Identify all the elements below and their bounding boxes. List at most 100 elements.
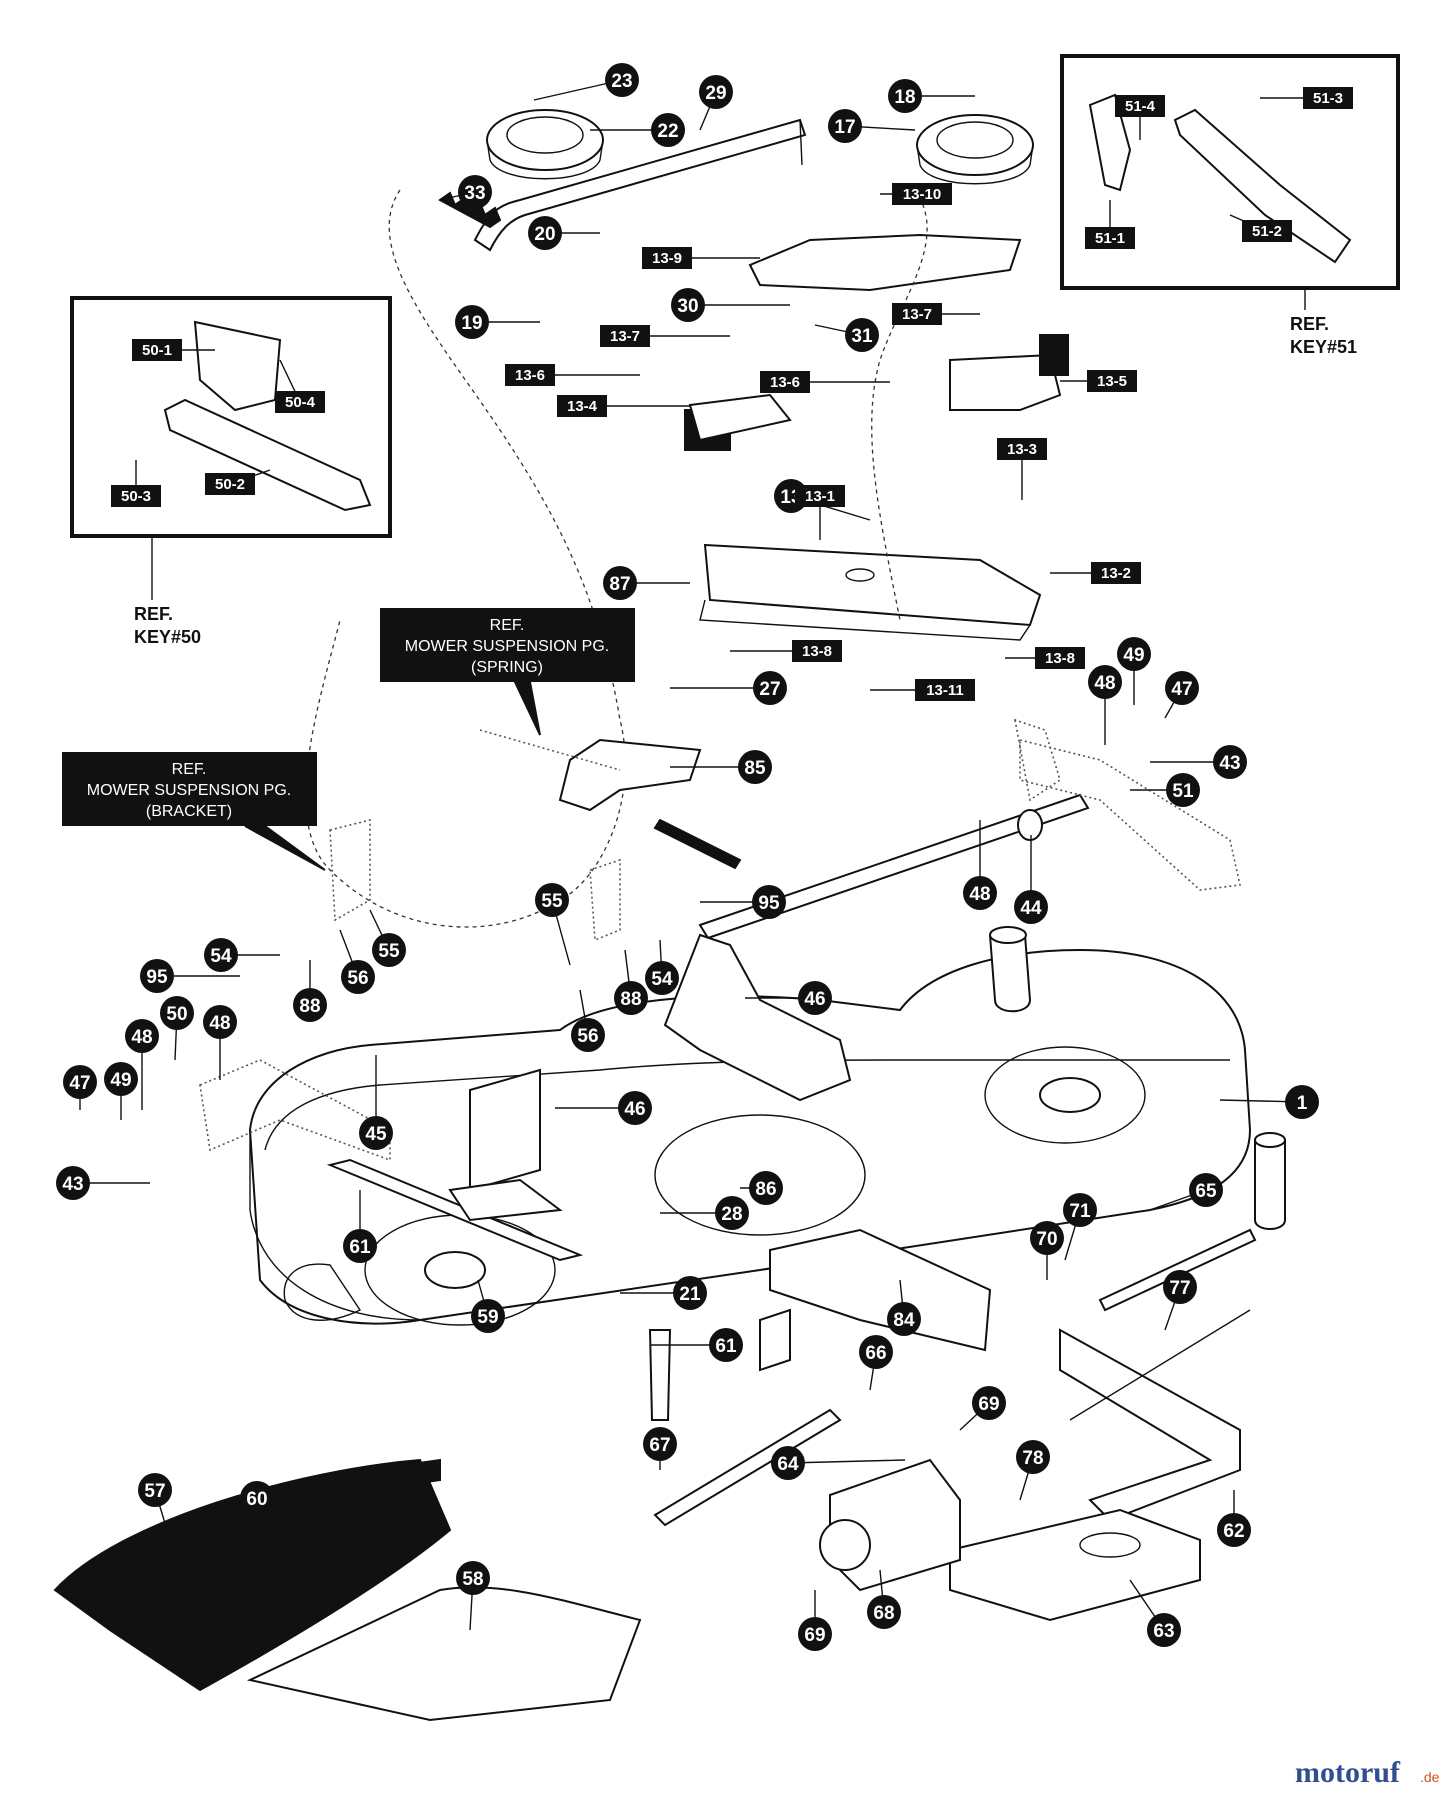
part-label-c69b: 69: [798, 1590, 832, 1651]
part-label-c66: 66: [859, 1335, 893, 1391]
label-number: 44: [1020, 898, 1042, 919]
hanger-85: [558, 738, 702, 812]
idler-pulley-left: [486, 109, 604, 171]
label-number: 56: [347, 968, 368, 989]
inset-50-ref2: KEY#50: [134, 627, 201, 647]
part-label-c88a: 88: [293, 960, 327, 1022]
label-code: 50-1: [142, 342, 172, 359]
callout-spring-line3: (SPRING): [471, 659, 543, 676]
label-badge: [828, 109, 862, 143]
label-number: 55: [378, 941, 400, 962]
callout-bracket-line1: REF.: [172, 761, 207, 778]
part-label-r13-3: 13-3: [997, 438, 1047, 500]
label-badge: [673, 1276, 707, 1310]
ring-44: [1017, 809, 1043, 841]
idler-pulley-right-side: [916, 144, 1034, 185]
front-hanger-plate: [448, 1178, 563, 1222]
label-badge: [455, 305, 489, 339]
brand-logo: motoruf .de: [1295, 1756, 1440, 1789]
part-label-c29: 29: [699, 75, 733, 131]
label-tag: [642, 247, 692, 269]
label-number: 50: [166, 1004, 187, 1025]
part-label-r50-1: 50-1: [132, 339, 215, 361]
label-badge: [456, 1561, 490, 1595]
belt-path: [305, 189, 626, 928]
label-number: 66: [865, 1343, 886, 1364]
label-tag: [1085, 227, 1135, 249]
label-number: 88: [299, 996, 320, 1017]
label-code: 13-8: [1045, 650, 1075, 667]
part-label-c86: 86: [740, 1171, 783, 1205]
label-number: 71: [1069, 1201, 1091, 1222]
label-badge: [1189, 1173, 1223, 1207]
part-label-r13-7b: 13-7: [892, 303, 980, 325]
part-label-c68: 68: [867, 1569, 901, 1629]
part-label-c46b: 46: [555, 1091, 652, 1125]
deck-side-wall: [249, 1130, 421, 1321]
label-number: 56: [577, 1026, 598, 1047]
lift-arm-51-plate: [1013, 718, 1061, 802]
label-badge: [528, 216, 562, 250]
part-label-c19: 19: [455, 305, 540, 339]
label-badge: [1213, 745, 1247, 779]
label-number: 1: [1297, 1093, 1308, 1114]
lift-plate-hole: [845, 568, 875, 582]
label-code: 13-11: [926, 682, 964, 699]
label-badge: [293, 988, 327, 1022]
label-tag: [760, 371, 810, 393]
label-badge: [651, 113, 685, 147]
part-label-c51: 51: [1130, 773, 1200, 807]
part-label-c61a: 61: [343, 1190, 377, 1263]
label-number: 48: [131, 1027, 152, 1048]
label-number: 49: [1123, 645, 1144, 666]
label-badge: [471, 1299, 505, 1333]
label-number: 69: [804, 1625, 825, 1646]
label-badge: [125, 1019, 159, 1053]
label-code: 13-10: [903, 186, 941, 203]
label-badge: [240, 1481, 274, 1515]
label-badge: [671, 288, 705, 322]
inset-51-arm: [1173, 108, 1352, 264]
bracket-left-dotted: [329, 818, 371, 922]
label-badge: [359, 1116, 393, 1150]
label-code: 51-4: [1125, 98, 1156, 115]
label-badge: [1217, 1513, 1251, 1547]
part-label-c48c: 48: [203, 1005, 237, 1080]
label-code: 51-3: [1313, 90, 1343, 107]
label-tag: [892, 183, 952, 205]
label-tag: [1242, 220, 1292, 242]
part-label-r13-4: 13-4: [557, 395, 690, 417]
label-number: 64: [777, 1454, 799, 1475]
label-badge: [645, 961, 679, 995]
label-code: 50-3: [121, 488, 151, 505]
lift-link-67: [653, 1408, 842, 1527]
label-number: 95: [758, 893, 780, 914]
inset-50-plate: [193, 320, 282, 412]
inset-51-plate: [1088, 93, 1132, 192]
label-number: 31: [851, 326, 873, 347]
roller-wheel: [819, 1519, 871, 1571]
discharge-chute-57: [53, 1458, 452, 1692]
label-badge: [752, 885, 786, 919]
part-label-r50-3: 50-3: [111, 460, 161, 507]
rod-77: [1069, 1309, 1251, 1421]
pivot-arm-13-4: [688, 393, 792, 442]
label-badge: [203, 1005, 237, 1039]
front-bracket-side: [759, 1308, 791, 1372]
deck-spindle-center-outer: [654, 1114, 866, 1236]
label-code: 13-6: [770, 374, 800, 391]
label-number: 78: [1022, 1448, 1043, 1469]
label-code: 13-1: [805, 488, 835, 505]
label-number: 48: [969, 884, 990, 905]
part-label-r13-9: 13-9: [642, 247, 760, 269]
label-number: 58: [462, 1569, 483, 1590]
label-number: 95: [146, 967, 168, 988]
label-number: 54: [651, 969, 673, 990]
part-label-c1: 1: [1219, 1085, 1319, 1119]
right-post-top: [1254, 1132, 1286, 1148]
part-label-c56b: 56: [571, 989, 605, 1052]
label-badge: [699, 75, 733, 109]
label-number: 22: [657, 121, 678, 142]
label-number: 43: [1219, 753, 1240, 774]
